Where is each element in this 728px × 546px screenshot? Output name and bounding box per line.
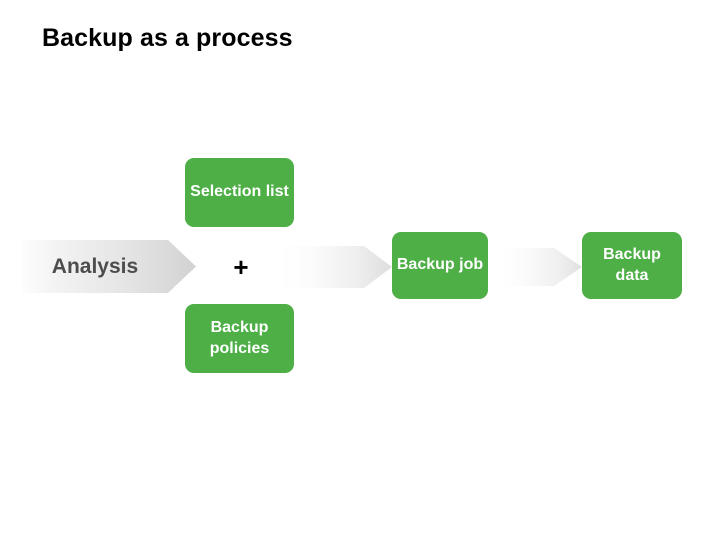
plus-operator-icon: + — [233, 252, 249, 282]
page-title: Backup as a process — [42, 24, 293, 52]
arrow-right-icon-to-backup-job — [281, 246, 392, 288]
arrow-right-icon-to-backup-data — [504, 248, 582, 286]
process-box-backup-policies-label: Backup policies — [209, 319, 270, 357]
process-box-backup-job: Backup job — [392, 232, 488, 299]
process-box-backup-data: Backup data — [582, 232, 682, 299]
process-diagram: Analysis Selection list + Backup policie… — [0, 158, 682, 373]
process-box-backup-data-label: Backup data — [603, 246, 661, 284]
process-stage-analysis: Analysis — [22, 240, 196, 293]
process-box-selection-list: Selection list — [185, 158, 294, 227]
slide-footer: BACKUP Academy — [0, 482, 728, 546]
process-box-backup-job-label: Backup job — [396, 256, 484, 274]
process-box-selection-list-label: Selection list — [190, 183, 289, 201]
process-box-backup-policies: Backup policies — [185, 304, 294, 373]
process-stage-analysis-label: Analysis — [51, 254, 139, 278]
